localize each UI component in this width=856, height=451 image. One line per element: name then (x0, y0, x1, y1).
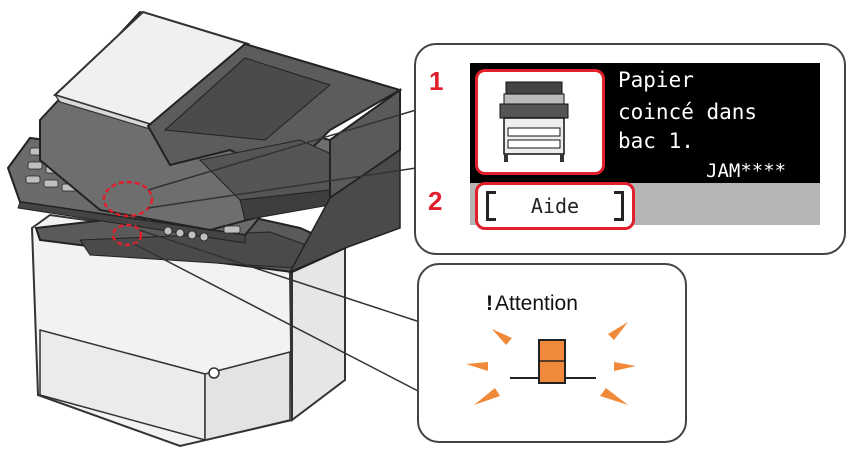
help-softkey[interactable]: Aide (475, 182, 635, 230)
tray-lock-icon (208, 367, 220, 379)
leader-line-attention (133, 229, 421, 393)
callout-number-2: 2 (428, 186, 443, 216)
lcd-line-1: Papier (618, 68, 694, 92)
lcd-error-code: JAM**** (706, 160, 787, 182)
help-softkey-label: Aide (486, 191, 624, 221)
callout-number-1: 1 (429, 66, 444, 96)
leader-line-panel (147, 109, 417, 209)
panel-lcd-highlight (102, 180, 154, 218)
flash-rays (466, 322, 636, 405)
attention-text: Attention (495, 292, 578, 315)
attention-exclamation: ! (486, 292, 493, 315)
printer-icon (499, 81, 569, 162)
printer-icon-box (475, 69, 605, 175)
lcd-line-2: coincé dans (618, 100, 758, 124)
lcd-line-3: bac 1. (618, 129, 694, 153)
attention-label: !Attention (486, 292, 578, 316)
attention-led-highlight (111, 223, 143, 247)
